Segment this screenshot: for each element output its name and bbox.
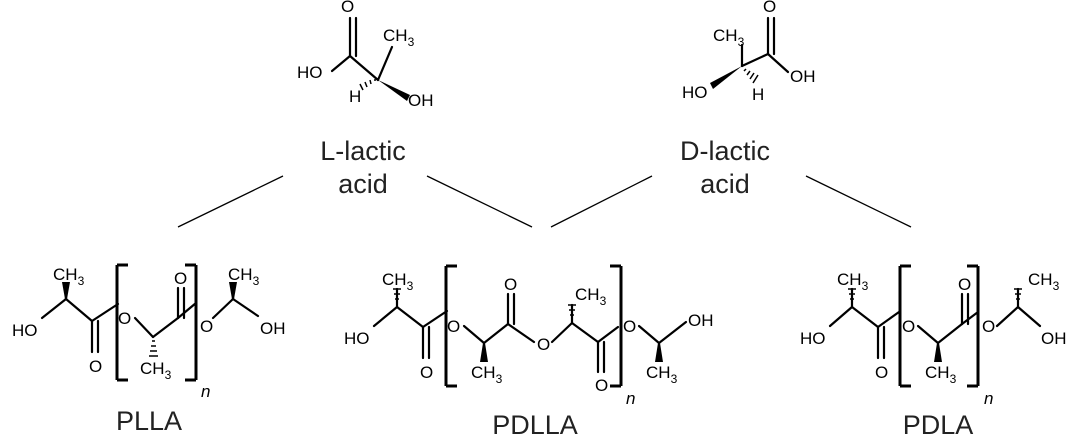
- hashed-bond: [568, 304, 576, 321]
- hashed-bond: [848, 288, 856, 305]
- atom-label: HO: [297, 63, 323, 82]
- hashed-bond: [393, 288, 401, 305]
- d-lactic-label: D-lactic: [680, 136, 770, 166]
- repeat-count: n: [201, 382, 210, 401]
- atom-label: O: [447, 317, 460, 336]
- atom-label: O: [118, 309, 131, 328]
- methyl-label: CH3: [382, 270, 414, 293]
- atom-label: O: [875, 363, 888, 382]
- methyl-label: CH3: [837, 270, 869, 293]
- methyl-label: CH3: [575, 285, 607, 308]
- atom-label: O: [763, 0, 776, 16]
- connector-line: [177, 175, 284, 228]
- hashed-bond: [1014, 288, 1022, 305]
- atom-label: OH: [1041, 329, 1067, 348]
- atom-label: H: [349, 87, 361, 106]
- methyl-label: CH3: [646, 363, 678, 386]
- atom-label: OH: [408, 91, 434, 110]
- pdlla-label: PDLLA: [492, 410, 578, 440]
- atom-label: O: [341, 0, 354, 16]
- pdla-label: PDLA: [903, 410, 974, 440]
- atom-label: HO: [12, 321, 38, 340]
- atom-label: O: [623, 317, 636, 336]
- pdla-structure: HO O O O O OH CH3 CH3 CH3 n: [800, 264, 1067, 408]
- atom-label: OH: [260, 319, 286, 338]
- atom-label: H: [752, 85, 764, 104]
- l-lactic-acid-structure: O HO H OH CH3: [297, 0, 434, 110]
- connector-line: [426, 175, 533, 228]
- atom-label: O: [200, 317, 213, 336]
- d-lactic-label: acid: [700, 169, 750, 199]
- plla-structure: HO O O O O OH CH3 CH3 CH3 n: [12, 263, 286, 401]
- l-lactic-label: L-lactic: [320, 136, 406, 166]
- methyl-label: CH3: [471, 363, 503, 386]
- methyl-label: CH3: [1028, 270, 1060, 293]
- l-lactic-label: acid: [338, 169, 388, 199]
- atom-label: O: [89, 357, 102, 376]
- hashed-bond: [743, 68, 759, 84]
- hashed-bond: [149, 340, 158, 357]
- pdlla-structure: HO O O O O O O OH CH3 CH3 CH3 CH3 n: [344, 264, 714, 408]
- atom-label: O: [958, 275, 971, 294]
- d-lactic-acid-structure: O HO H OH CH3: [682, 0, 816, 104]
- atom-label: O: [902, 317, 915, 336]
- methyl-label: CH3: [713, 26, 745, 49]
- atom-label: OH: [790, 67, 816, 86]
- repeat-count: n: [626, 389, 635, 408]
- atom-label: O: [595, 376, 608, 395]
- connector-line: [805, 175, 912, 228]
- methyl-label: CH3: [383, 26, 415, 49]
- methyl-label: CH3: [228, 265, 260, 288]
- atom-label: O: [982, 317, 995, 336]
- atom-label: HO: [800, 329, 826, 348]
- methyl-label: CH3: [53, 265, 85, 288]
- connector-line: [550, 175, 653, 228]
- repeat-count: n: [984, 389, 993, 408]
- methyl-label: CH3: [925, 363, 957, 386]
- methyl-label: CH3: [140, 359, 172, 382]
- atom-label: HO: [682, 83, 708, 102]
- plla-label: PLLA: [116, 406, 182, 436]
- atom-label: O: [504, 275, 517, 294]
- atom-label: HO: [344, 329, 370, 348]
- atom-label: O: [420, 363, 433, 382]
- hashed-bond: [359, 79, 376, 91]
- atom-label: O: [174, 269, 187, 288]
- atom-label: OH: [688, 311, 714, 330]
- atom-label: O: [537, 335, 550, 354]
